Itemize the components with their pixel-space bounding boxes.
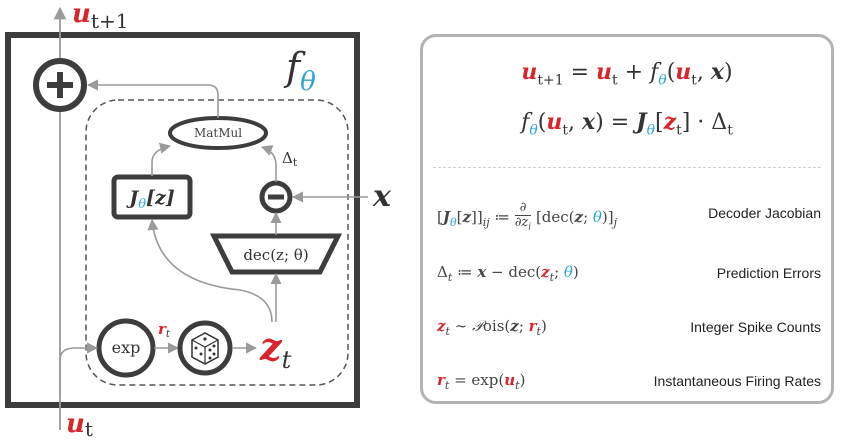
spike-label: zt <box>259 324 292 374</box>
svg-text:Jθ[z]: Jθ[z] <box>126 187 175 212</box>
definition-row-jacobian: [Jθ[z]]ij ≔ ∂∂zi [dec(z; θ)]j Decoder Ja… <box>423 195 831 235</box>
u-to-exp-arrow <box>59 342 99 395</box>
definition-row-rates: rt = exp(ut) Instantaneous Firing Rates <box>423 363 831 403</box>
rates-definition: rt = exp(ut) <box>437 371 526 392</box>
panel-divider <box>433 167 821 168</box>
input-label: ut <box>66 409 93 440</box>
svg-text:exp: exp <box>112 338 141 357</box>
sum-node <box>33 58 87 112</box>
svg-text:MatMul: MatMul <box>194 126 242 140</box>
matmul-to-sum-arrow <box>86 79 219 118</box>
x-input-label: x <box>372 179 392 214</box>
errors-definition: Δt ≔ x − dec(zt; θ) <box>437 263 579 284</box>
network-diagram: fθ ut+1 ut MatMul Jθ[z] Δt x dec(z; θ) e… <box>5 0 392 440</box>
diff-to-matmul-arrow <box>260 145 277 182</box>
equations-panel: ut+1 = ut + fθ(ut, x) fθ(ut, x) = Jθ[zt]… <box>420 34 834 404</box>
f-theta-label: fθ <box>283 45 316 97</box>
definition-label: Prediction Errors <box>716 265 821 281</box>
update-equation: ut+1 = ut + fθ(ut, x) <box>521 59 733 89</box>
decoder-node: dec(z; θ) <box>209 233 343 275</box>
svg-text:dec(z; θ): dec(z; θ) <box>243 246 308 264</box>
jacobian-to-matmul-arrow <box>151 142 172 176</box>
dice-icon <box>177 320 233 376</box>
output-label: ut+1 <box>72 0 128 33</box>
definition-label: Instantaneous Firing Rates <box>653 373 821 389</box>
exp-node: exp <box>96 318 156 378</box>
delta-label: Δt <box>282 149 298 169</box>
jacobian-node: Jθ[z] <box>111 174 193 220</box>
definition-label: Integer Spike Counts <box>690 319 821 335</box>
definition-label: Decoder Jacobian <box>708 205 821 221</box>
f-theta-box <box>5 32 360 408</box>
definition-row-spikes: zt ∼ 𝒫ois(z; rt) Integer Spike Counts <box>423 309 831 349</box>
definition-row-errors: Δt ≔ x − dec(zt; θ) Prediction Errors <box>423 255 831 295</box>
spikes-to-jacobian-arrow <box>147 218 273 323</box>
matmul-node: MatMul <box>168 116 268 150</box>
f-equation: fθ(ut, x) = Jθ[zt] · Δt <box>521 109 733 139</box>
jacobian-definition: [Jθ[z]]ij ≔ ∂∂zi [dec(z; θ)]j <box>437 200 618 233</box>
spikes-definition: zt ∼ 𝒫ois(z; rt) <box>437 317 547 338</box>
difference-node <box>259 180 293 214</box>
rate-label: rt <box>158 320 171 340</box>
